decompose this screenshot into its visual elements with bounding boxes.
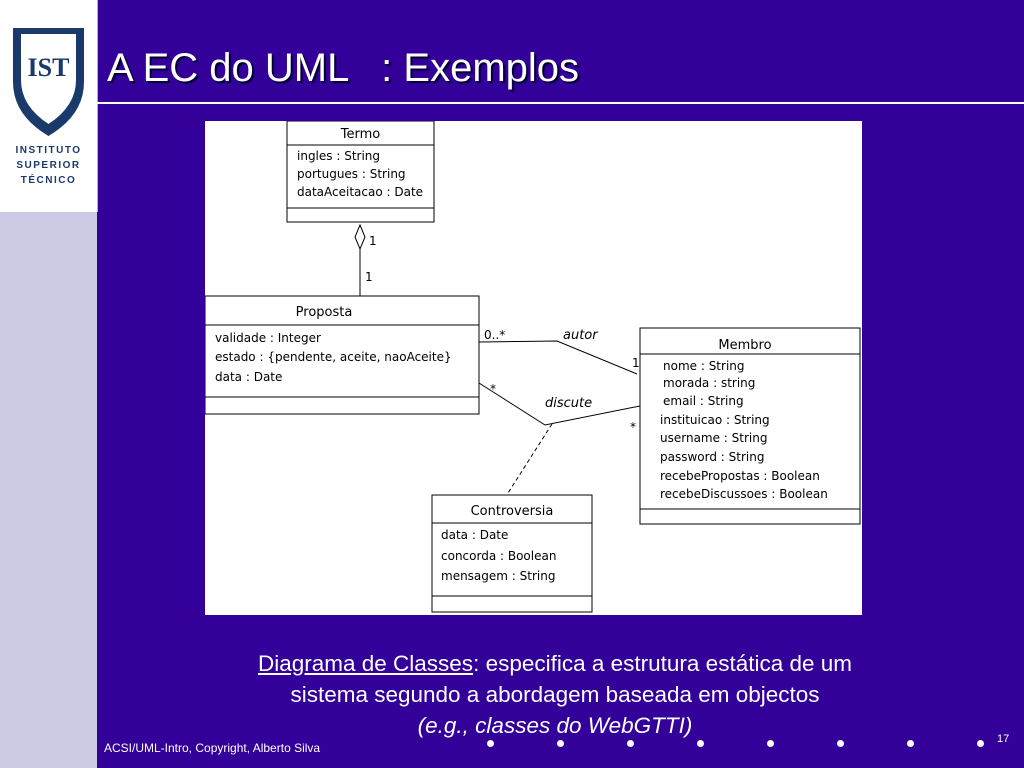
class-name: Proposta bbox=[296, 305, 353, 320]
slide-title: A EC do UML : Exemplos bbox=[107, 46, 580, 90]
decorative-dot bbox=[557, 740, 564, 747]
class-attribute: data : Date bbox=[441, 528, 508, 542]
class-name: Controversia bbox=[471, 504, 554, 519]
caption-example: (e.g., classes do WebGTTI) bbox=[417, 713, 693, 738]
class-attribute: ingles : String bbox=[297, 149, 380, 163]
caption-line: Diagrama de Classes: especifica a estrut… bbox=[170, 648, 940, 679]
page-number: 17 bbox=[997, 733, 1010, 745]
title-divider bbox=[97, 102, 1024, 104]
class-proposta: Proposta validade : Integer estado : {pe… bbox=[205, 295, 480, 415]
class-attribute: dataAceitacao : Date bbox=[297, 185, 423, 199]
decorative-dot bbox=[697, 740, 704, 747]
class-name: Termo bbox=[340, 127, 381, 142]
logo-line: INSTITUTO bbox=[15, 145, 82, 156]
decorative-dot bbox=[977, 740, 984, 747]
class-attribute: username : String bbox=[660, 431, 767, 445]
class-attribute: mensagem : String bbox=[441, 569, 555, 583]
decorative-dot bbox=[767, 740, 774, 747]
association-name: discute bbox=[545, 396, 592, 411]
multiplicity-label: 0..* bbox=[484, 328, 505, 342]
class-termo: Termo ingles : String portugues : String… bbox=[286, 121, 435, 223]
sidebar: IST INSTITUTO SUPERIOR TÉCNICO bbox=[0, 0, 98, 768]
slide-caption: Diagrama de Classes: especifica a estrut… bbox=[170, 648, 940, 741]
multiplicity-label: 1 bbox=[365, 270, 373, 284]
class-attribute: data : Date bbox=[215, 370, 282, 384]
multiplicity-label: * bbox=[630, 420, 636, 434]
association-termo-proposta: 1 1 bbox=[354, 223, 377, 296]
decorative-dot bbox=[907, 740, 914, 747]
institution-name: INSTITUTO SUPERIOR TÉCNICO bbox=[0, 143, 97, 188]
caption-line: sistema segundo a abordagem baseada em o… bbox=[290, 682, 820, 707]
uml-class-diagram: Termo ingles : String portugues : String… bbox=[205, 121, 862, 615]
class-attribute: email : String bbox=[663, 394, 744, 408]
multiplicity-label: 1 bbox=[632, 356, 640, 370]
caption-line: (e.g., classes do WebGTTI) bbox=[170, 710, 940, 741]
class-attribute: morada : string bbox=[663, 376, 755, 390]
class-attribute: validade : Integer bbox=[215, 331, 321, 345]
logo-line: SUPERIOR bbox=[16, 160, 81, 171]
association-autor: 0..* autor 1 bbox=[478, 328, 640, 375]
class-attribute: recebePropostas : Boolean bbox=[660, 469, 820, 483]
association-discute: * discute * bbox=[478, 382, 641, 494]
decorative-dot bbox=[837, 740, 844, 747]
class-membro: Membro nome : String morada : string ema… bbox=[639, 327, 861, 525]
class-attribute: portugues : String bbox=[297, 167, 406, 181]
class-attribute: estado : {pendente, aceite, naoAceite} bbox=[215, 350, 452, 364]
logo-mark: IST bbox=[28, 53, 70, 82]
class-attribute: instituicao : String bbox=[660, 413, 770, 427]
multiplicity-label: * bbox=[490, 382, 496, 396]
caption-text: : especifica a estrutura estática de um bbox=[473, 651, 853, 676]
class-attribute: recebeDiscussoes : Boolean bbox=[660, 487, 828, 501]
class-controversia: Controversia data : Date concorda : Bool… bbox=[431, 494, 593, 613]
class-attribute: concorda : Boolean bbox=[441, 549, 556, 563]
ist-logo: IST INSTITUTO SUPERIOR TÉCNICO bbox=[0, 0, 98, 212]
class-name: Membro bbox=[718, 338, 771, 353]
decorative-dot bbox=[487, 740, 494, 747]
multiplicity-label: 1 bbox=[369, 234, 377, 248]
class-attribute: password : String bbox=[660, 450, 764, 464]
footer-copyright: ACSI/UML-Intro, Copyright, Alberto Silva bbox=[104, 741, 321, 755]
association-name: autor bbox=[563, 328, 599, 343]
logo-line: TÉCNICO bbox=[20, 175, 77, 186]
class-attribute: nome : String bbox=[663, 359, 745, 373]
decorative-dot bbox=[627, 740, 634, 747]
caption-term: Diagrama de Classes bbox=[257, 651, 474, 676]
shield-icon: IST bbox=[13, 28, 84, 136]
